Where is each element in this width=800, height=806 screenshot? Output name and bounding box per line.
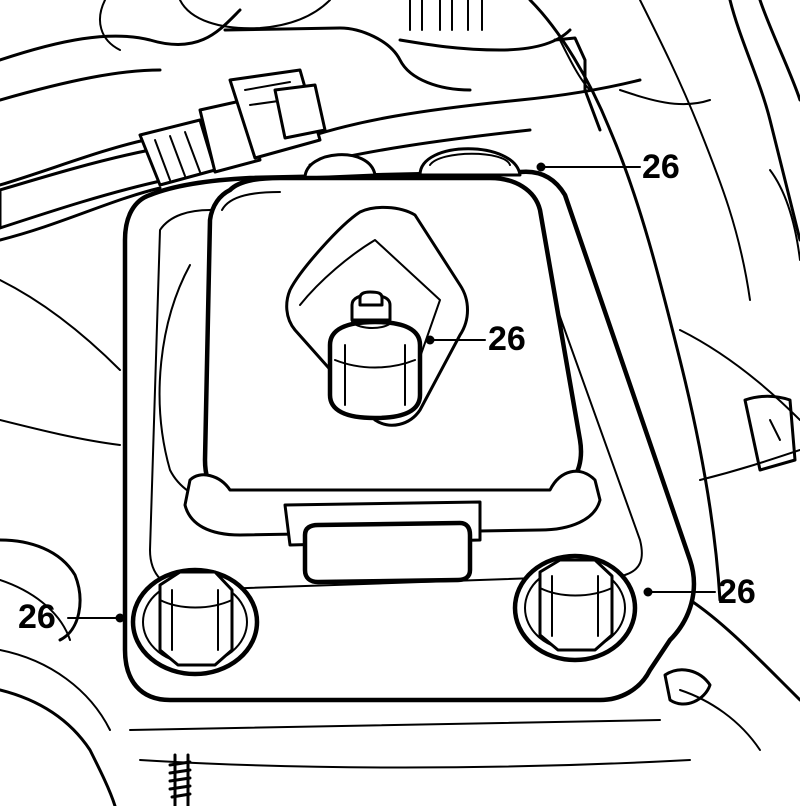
callout-leaders xyxy=(67,162,716,623)
callout-dot-bottom-left xyxy=(115,613,125,623)
callout-label-center: 26 xyxy=(488,320,526,358)
center-nut-recess xyxy=(285,206,469,427)
callout-label-top-right: 26 xyxy=(642,148,680,186)
callout-dot-center xyxy=(425,335,435,345)
callout-label-bottom-right: 26 xyxy=(718,573,756,611)
callout-dot-top-right xyxy=(536,162,546,172)
callout-label-bottom-left: 26 xyxy=(18,598,56,636)
bolt-bottom-left xyxy=(130,567,260,677)
callout-labels: 26 26 26 26 xyxy=(18,148,756,636)
bolt-bottom-right xyxy=(512,553,638,663)
callout-dot-bottom-right xyxy=(643,587,653,597)
hose-clamp xyxy=(0,68,327,230)
